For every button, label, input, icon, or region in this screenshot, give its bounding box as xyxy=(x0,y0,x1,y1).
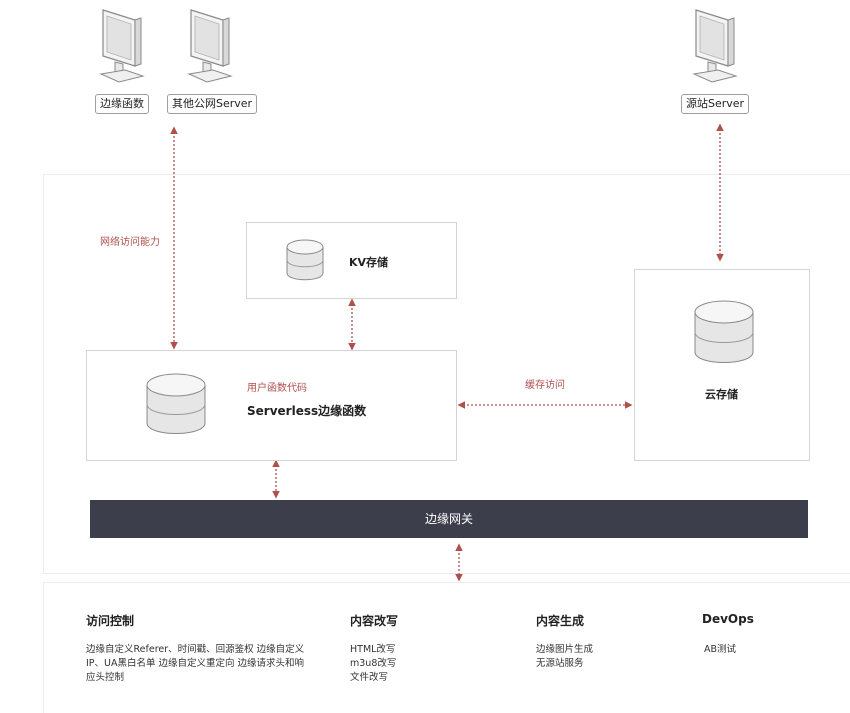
network-access-label: 网络访问能力 xyxy=(100,237,160,248)
category-title-content-rewrite: 内容改写 xyxy=(350,614,399,628)
category-title-content-generation: 内容生成 xyxy=(536,614,585,628)
cache-access-label: 缓存访问 xyxy=(525,380,565,391)
database-icon xyxy=(146,373,206,434)
cloud-storage-node: 云存储 xyxy=(634,269,810,461)
serverless-function-label: Serverless边缘函数 xyxy=(247,404,367,418)
edge-gateway-bar: 边缘网关 xyxy=(90,500,808,538)
category-body-access-control: 边缘自定义Referer、时间戳、回源鉴权 边缘自定义 IP、UA黑白名单 边缘… xyxy=(86,644,305,683)
computer-icon xyxy=(99,9,145,83)
user-function-code-label: 用户函数代码 xyxy=(247,383,307,394)
category-title-access-control: 访问控制 xyxy=(86,614,135,628)
database-icon xyxy=(286,239,324,281)
computer-label-public-server: 其他公网Server xyxy=(167,94,258,114)
database-icon xyxy=(694,300,754,363)
category-body-devops: AB测试 xyxy=(704,644,737,655)
computer-icon xyxy=(692,9,738,83)
category-title-devops: DevOps xyxy=(702,612,754,626)
edge-panel xyxy=(43,174,850,574)
computer-icon xyxy=(187,9,233,83)
computer-label-origin-server: 源站Server xyxy=(681,94,750,114)
category-body-content-generation: 边缘图片生成 无源站服务 xyxy=(536,644,594,669)
cloud-storage-label: 云存储 xyxy=(705,388,738,401)
serverless-function-node: 用户函数代码 Serverless边缘函数 xyxy=(86,350,457,461)
computer-label-edge-function: 边缘函数 xyxy=(95,94,149,114)
category-body-content-rewrite: HTML改写 m3u8改写 文件改写 xyxy=(350,644,397,683)
features-panel xyxy=(43,582,850,713)
kv-storage-node: KV存储 xyxy=(246,222,457,299)
kv-storage-label: KV存储 xyxy=(349,256,389,269)
